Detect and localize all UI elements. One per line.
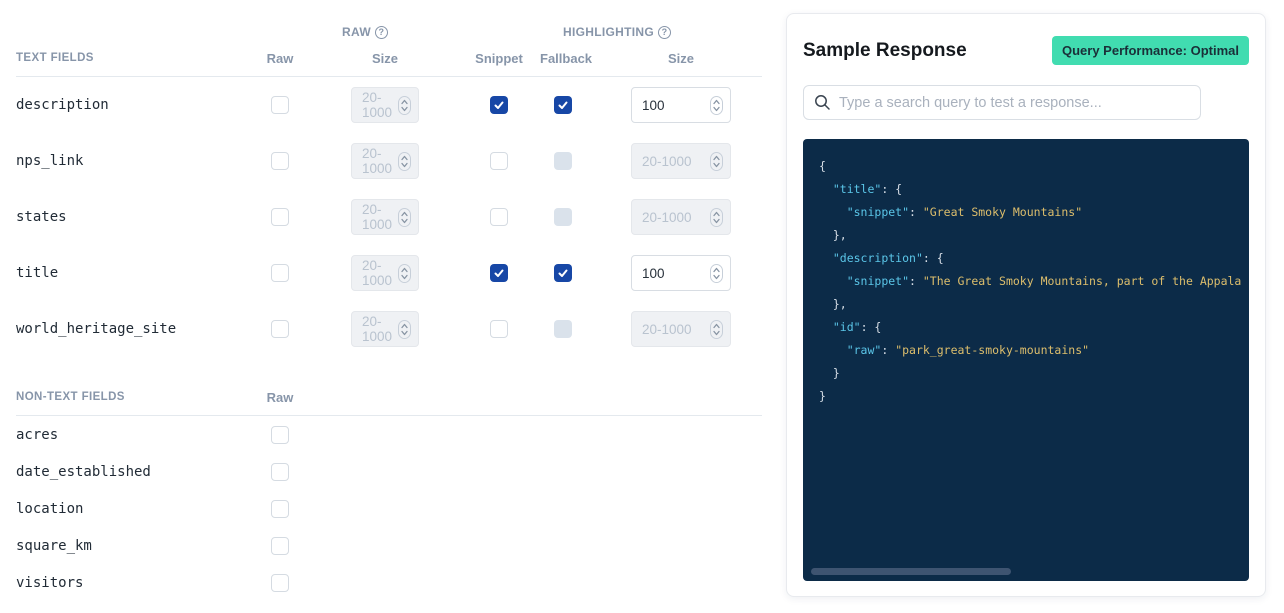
raw-help-icon[interactable]: ? [374, 25, 388, 39]
column-header-raw: Raw [266, 50, 294, 66]
column-header-hl-size: Size [667, 50, 694, 66]
non-text-header-row: NON-TEXT FIELDS Raw [16, 387, 772, 407]
non-text-fields-section-label: NON-TEXT FIELDS [16, 391, 125, 403]
raw-group-label: RAW [342, 25, 371, 39]
non-text-column-header-raw: Raw [266, 389, 294, 405]
horizontal-scrollbar-thumb[interactable] [811, 568, 1011, 575]
search-icon [815, 95, 830, 110]
raw-size-input: 20-1000 [351, 311, 419, 347]
code-line: }, [819, 228, 847, 242]
raw-group-header: RAW ? [292, 25, 438, 39]
non-text-field-row: location [16, 490, 772, 527]
non-text-field-row: acres [16, 416, 772, 453]
search-box [803, 85, 1201, 120]
text-field-row: title 20-1000 100 [16, 245, 772, 301]
snippet-checkbox[interactable] [490, 264, 508, 282]
raw-checkbox[interactable] [271, 264, 289, 282]
field-name: world_heritage_site [16, 321, 177, 337]
highlighting-size-input: 20-1000 [631, 199, 731, 235]
text-field-row: states 20-1000 20-1000 [16, 189, 772, 245]
field-name: title [16, 265, 59, 281]
code-line: "snippet": "Great Smoky Mountains" [846, 205, 1083, 219]
code-lines: { "title": { "snippet": "Great Smoky Mou… [819, 155, 1249, 408]
snippet-checkbox[interactable] [490, 96, 508, 114]
card-header: Sample Response Query Performance: Optim… [803, 36, 1249, 65]
code-line: "raw": "park_great-smoky-mountains" [846, 343, 1090, 357]
fallback-checkbox[interactable] [554, 96, 572, 114]
text-fields-divider [16, 76, 762, 77]
fallback-checkbox[interactable] [554, 264, 572, 282]
sample-response-card: Sample Response Query Performance: Optim… [786, 13, 1266, 597]
raw-checkbox[interactable] [271, 425, 289, 444]
response-code-block: { "title": { "snippet": "Great Smoky Mou… [803, 139, 1249, 581]
code-line: }, [819, 297, 847, 311]
fallback-checkbox [554, 152, 572, 170]
code-line: } [819, 366, 840, 380]
column-header-row: TEXT FIELDS Raw Size Snippet Fallback Si… [16, 48, 772, 68]
text-field-row: world_heritage_site 20-1000 20-1000 [16, 301, 772, 357]
non-text-fields-section: NON-TEXT FIELDS Raw acres date_establishe… [16, 387, 772, 601]
field-name: date_established [16, 463, 151, 480]
snippet-checkbox[interactable] [490, 208, 508, 226]
field-name: square_km [16, 537, 92, 554]
raw-checkbox[interactable] [271, 152, 289, 170]
raw-size-input: 20-1000 [351, 255, 419, 291]
raw-checkbox[interactable] [271, 499, 289, 518]
text-field-row: nps_link 20-1000 20-1000 [16, 133, 772, 189]
search-input[interactable] [839, 94, 1190, 111]
text-fields-section-label: TEXT FIELDS [16, 52, 94, 64]
raw-checkbox[interactable] [271, 462, 289, 481]
highlighting-group-header: HIGHLIGHTING ? [458, 25, 776, 39]
highlighting-size-input: 20-1000 [631, 311, 731, 347]
raw-checkbox[interactable] [271, 320, 289, 338]
snippet-checkbox[interactable] [490, 320, 508, 338]
raw-checkbox[interactable] [271, 573, 289, 592]
text-fields-table: description 20-1000 100 nps_link 20-1000 20-1… [16, 77, 772, 357]
raw-size-input: 20-1000 [351, 143, 419, 179]
non-text-field-row: square_km [16, 527, 772, 564]
highlighting-size-input[interactable]: 100 [631, 255, 731, 291]
field-name: acres [16, 426, 59, 443]
non-text-field-row: date_established [16, 453, 772, 490]
query-performance-badge: Query Performance: Optimal [1052, 36, 1249, 65]
snippet-checkbox[interactable] [490, 152, 508, 170]
non-text-fields-divider [16, 415, 762, 416]
non-text-field-row: visitors [16, 564, 772, 601]
code-line: "snippet": "The Great Smoky Mountains, p… [846, 274, 1242, 288]
raw-checkbox[interactable] [271, 208, 289, 226]
field-name: location [16, 500, 84, 517]
column-header-raw-size: Size [371, 50, 398, 66]
code-line: "id": { [832, 320, 882, 334]
group-header-row: RAW ? HIGHLIGHTING ? [16, 22, 772, 42]
field-name: nps_link [16, 153, 84, 169]
code-line: "title": { [832, 182, 903, 196]
field-name: states [16, 209, 67, 225]
card-title: Sample Response [803, 39, 967, 61]
column-header-snippet: Snippet [475, 50, 523, 66]
field-name: description [16, 97, 109, 113]
raw-size-input: 20-1000 [351, 87, 419, 123]
code-line: "description": { [832, 251, 944, 265]
column-header-fallback: Fallback [540, 50, 593, 66]
fallback-checkbox [554, 208, 572, 226]
fields-config-panel: RAW ? HIGHLIGHTING ? TEXT FIELDS Raw Siz… [16, 22, 772, 601]
code-line: { [819, 159, 826, 173]
raw-checkbox[interactable] [271, 536, 289, 555]
highlighting-size-input: 20-1000 [631, 143, 731, 179]
highlighting-group-label: HIGHLIGHTING [563, 25, 654, 39]
raw-size-input: 20-1000 [351, 199, 419, 235]
field-name: visitors [16, 574, 84, 591]
fallback-checkbox [554, 320, 572, 338]
code-line: } [819, 389, 826, 403]
text-field-row: description 20-1000 100 [16, 77, 772, 133]
raw-checkbox[interactable] [271, 96, 289, 114]
highlighting-size-input[interactable]: 100 [631, 87, 731, 123]
highlighting-help-icon[interactable]: ? [657, 25, 671, 39]
